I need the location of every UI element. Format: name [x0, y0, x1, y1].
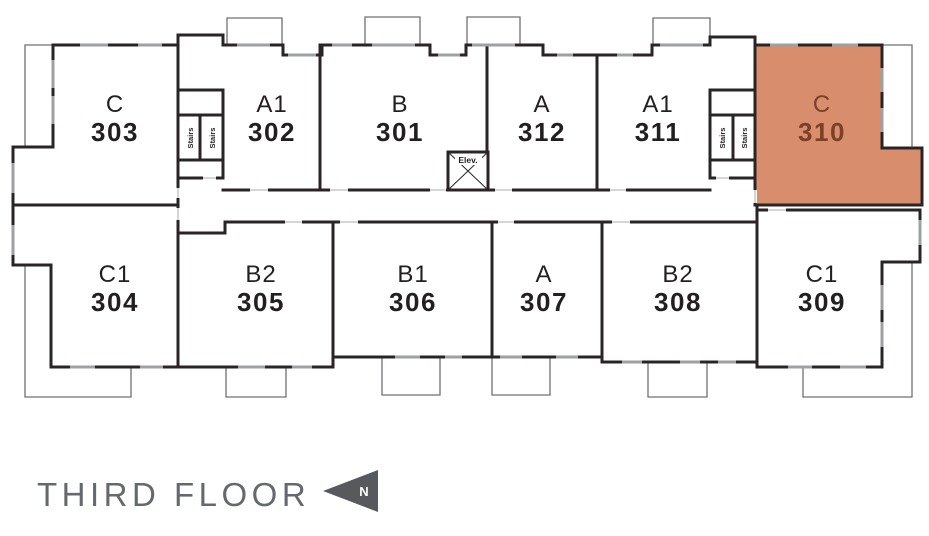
unit-308-type: B2: [662, 261, 693, 288]
unit-308-number: 308: [654, 287, 702, 317]
unit-301[interactable]: B 301: [376, 91, 424, 147]
stairs-label-left-1: Stairs: [186, 128, 195, 149]
unit-306[interactable]: B1 306: [389, 261, 437, 317]
elevator-label: Elev.: [458, 155, 477, 165]
unit-302-type: A1: [256, 91, 287, 118]
door-marks: [177, 177, 786, 223]
elevator-label-plate: [455, 155, 482, 165]
unit-303-number: 303: [91, 117, 139, 147]
unit-310-number: 310: [798, 117, 846, 147]
unit-301-type: B: [391, 91, 408, 118]
stairs-label-left-2: Stairs: [208, 128, 217, 149]
elevator: Elev.: [446, 150, 490, 192]
unit-302-number: 302: [248, 117, 296, 147]
unit-310[interactable]: C 310: [798, 91, 846, 147]
unit-312[interactable]: A 312: [518, 91, 566, 147]
north-arrow-label: N: [359, 484, 368, 499]
unit-307[interactable]: A 307: [520, 261, 568, 317]
unit-304-type: C1: [99, 261, 132, 288]
unit-307-number: 307: [520, 287, 568, 317]
stairs-label-right-2: Stairs: [740, 128, 749, 149]
unit-308[interactable]: B2 308: [654, 261, 702, 317]
unit-303-type: C: [106, 91, 124, 118]
stairs-label-right-1: Stairs: [718, 128, 727, 149]
unit-311-type: A1: [642, 91, 673, 118]
unit-303[interactable]: C 303: [91, 91, 139, 147]
unit-309-number: 309: [798, 287, 846, 317]
balcony-lines: [24, 16, 913, 398]
north-arrow: N: [323, 470, 378, 512]
unit-306-number: 306: [389, 287, 437, 317]
north-arrow-icon: [323, 470, 378, 512]
unit-305[interactable]: B2 305: [237, 261, 285, 317]
window-marks: [11, 43, 922, 369]
unit-310-type: C: [813, 91, 831, 118]
walls: [11, 33, 924, 369]
unit-312-type: A: [533, 91, 550, 118]
unit-304-number: 304: [91, 287, 139, 317]
unit-302[interactable]: A1 302: [248, 91, 296, 147]
unit-307-type: A: [535, 261, 552, 288]
unit-309-type: C1: [806, 261, 839, 288]
unit-312-number: 312: [518, 117, 566, 147]
floor-title: THIRD FLOOR: [37, 476, 310, 513]
unit-311[interactable]: A1 311: [635, 91, 681, 147]
unit-309[interactable]: C1 309: [798, 261, 846, 317]
unit-301-number: 301: [376, 117, 424, 147]
unit-304[interactable]: C1 304: [91, 261, 139, 317]
unit-305-number: 305: [237, 287, 285, 317]
unit-310-highlight-area[interactable]: [755, 45, 922, 205]
unit-305-type: B2: [245, 261, 276, 288]
unit-311-number: 311: [635, 117, 681, 147]
unit-306-type: B1: [397, 261, 428, 288]
